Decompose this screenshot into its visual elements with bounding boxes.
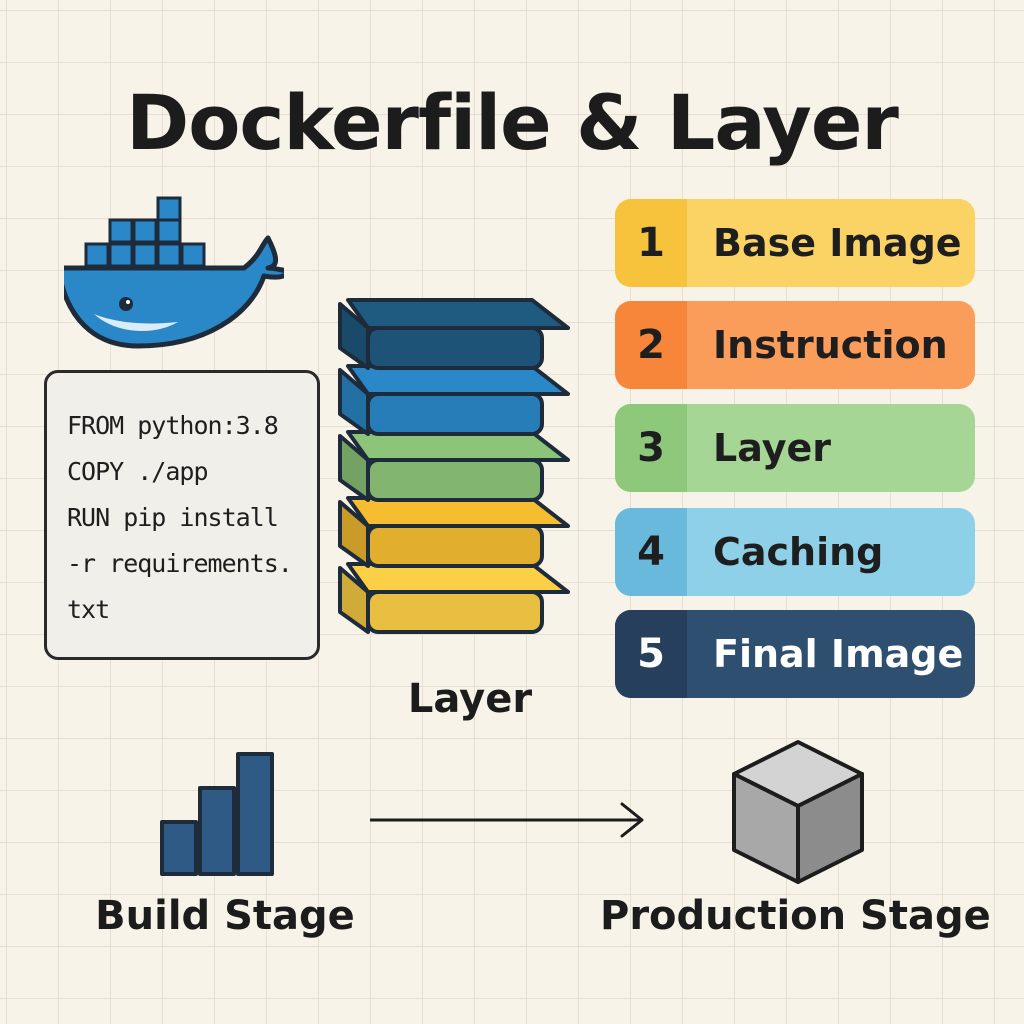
step-number: 1 — [615, 199, 687, 287]
build-stage-label: Build Stage — [95, 893, 355, 939]
code-line: -r requirements. — [67, 549, 293, 578]
step-number: 3 — [615, 404, 687, 492]
stack-layer — [338, 496, 570, 568]
arrow-right-icon — [370, 802, 644, 838]
docker-whale-icon — [64, 196, 284, 349]
code-line: RUN pip install — [67, 503, 279, 532]
step-final-image: 5 Final Image — [615, 610, 975, 698]
step-instruction: 2 Instruction — [615, 301, 975, 389]
stack-layer — [338, 298, 570, 370]
step-label: Caching — [713, 530, 884, 574]
code-line: txt — [67, 595, 110, 624]
step-number: 4 — [615, 508, 687, 596]
step-number: 5 — [615, 610, 687, 698]
step-caching: 4 Caching — [615, 508, 975, 596]
production-stage-label: Production Stage — [600, 893, 991, 939]
layer-stack-icon — [338, 298, 570, 634]
step-layer: 3 Layer — [615, 404, 975, 492]
step-number: 2 — [615, 301, 687, 389]
step-label: Layer — [713, 426, 831, 470]
cube-icon — [732, 740, 864, 884]
layer-stack-label: Layer — [407, 676, 533, 722]
stack-layer — [338, 364, 570, 436]
stack-layer — [338, 430, 570, 502]
bar-chart-icon — [160, 752, 274, 876]
step-label: Base Image — [713, 221, 962, 265]
step-label: Instruction — [713, 323, 948, 367]
page-title: Dockerfile & Layer — [126, 78, 899, 167]
step-base-image: 1 Base Image — [615, 199, 975, 287]
code-line: FROM python:3.8 — [67, 411, 279, 440]
code-line: COPY ./app — [67, 457, 209, 486]
step-label: Final Image — [713, 632, 964, 676]
stack-layer — [338, 562, 570, 634]
dockerfile-code-box: FROM python:3.8 COPY ./app RUN pip insta… — [44, 370, 320, 660]
